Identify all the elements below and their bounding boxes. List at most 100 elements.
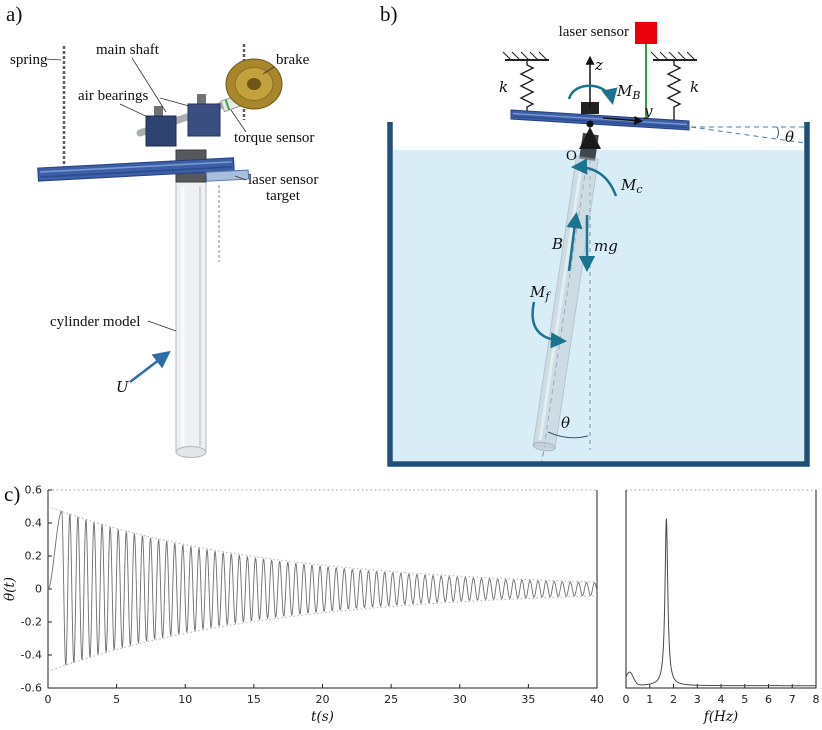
x-tick-label: 30 [453,693,467,706]
moment-c-sub: c [636,183,642,196]
y-tick-label: -0.6 [21,682,42,695]
spring-right [666,60,682,120]
laser-sensor-label: laser sensor [559,24,629,40]
moment-c-arrow [570,158,618,197]
pivot-point [586,120,594,128]
pivot-cone [579,127,601,149]
cylinder-model-label: cylinder model [50,314,140,330]
buoyancy-label: B [551,235,563,253]
x-tick-label: 5 [113,693,120,706]
panel-a-illustration: spring main shaft brake air bearings tor… [10,42,318,458]
ceiling-right-hatch [650,51,696,61]
laser-target-label-1: laser sensor [248,172,318,188]
theta-top-tilted-guide [690,126,806,144]
x-tick-label: 20 [316,693,330,706]
panel-b-schematic: B mg Mc Mf θ k k laser sensor [387,22,810,469]
weight-label: mg [594,237,618,255]
y-tick-label: 0.4 [25,517,43,530]
x-tick-label: 40 [590,693,604,706]
leader-main-shaft [131,57,167,113]
x-axis-label: f(Hz) [703,709,738,725]
x-tick-label: 6 [765,693,772,706]
brake-label: brake [276,52,310,68]
x-tick-label: 3 [694,693,701,706]
theta-top-arc [776,126,779,139]
leader-spring [45,58,62,61]
spring-left-label: k [499,78,508,96]
theta-bottom-arc [547,431,589,439]
y-axis-label: y [643,102,653,120]
x-axis-label: t(s) [311,709,334,725]
y-axis-arrow [602,115,644,125]
y-tick-label: 0.2 [25,550,43,563]
leader-cylinder-model [147,320,177,332]
tilted-cylinder [532,132,599,469]
brake-disc [225,58,283,110]
air-bearings-label: air bearings [78,88,149,104]
leader-laser-target [234,175,247,181]
y-tick-label: -0.4 [21,649,42,662]
panel-b-tag: b) [380,2,398,26]
ceiling-left-hatch [502,51,548,61]
envelope-upper [47,506,598,583]
x-tick-label: 0 [623,693,630,706]
x-tick-label: 35 [521,693,535,706]
x-tick-label: 10 [178,693,192,706]
moment-f-label: Mf [529,283,551,303]
leader-air-bearing-2 [159,97,190,107]
moment-brake-base: M [616,82,633,100]
moment-c-label: Mc [620,176,643,196]
panel-c-tag: c) [4,482,21,506]
leader-torque-sensor [230,109,247,133]
laser-sensor-box [635,22,657,44]
buoyancy-arrow [566,211,583,272]
origin-label: O [566,148,577,164]
z-axis-label: z [594,56,603,74]
moment-f-sub: f [544,290,551,303]
spring-label: spring [10,52,48,68]
cylinder-model-shape [175,179,207,458]
tank-walls [387,122,810,467]
target-bar [510,109,690,131]
spring-left [519,60,535,111]
x-tick-label: 2 [670,693,677,706]
moment-brake-label: MB [616,82,640,102]
x-tick-label: 5 [741,693,748,706]
y-tick-label: 0 [35,583,42,596]
x-tick-label: 4 [718,693,725,706]
moment-f-base: M [529,283,546,301]
x-tick-label: 25 [384,693,398,706]
spring-right-label: k [690,78,699,96]
moment-brake-arrow [567,84,618,105]
leader-brake [262,66,275,75]
laser-target-rail [37,157,250,182]
x-tick-label: 15 [247,693,261,706]
air-bearing-blocks [145,94,221,147]
moment-brake-sub: B [631,89,640,102]
x-tick-label: 0 [45,693,52,706]
plot-spines [625,490,817,689]
flow-arrow [129,350,171,383]
envelope-lower [47,595,598,672]
leader-air-bearing-1 [119,103,151,119]
x-tick-label: 7 [789,693,796,706]
x-tick-label: 8 [813,693,820,706]
water-fill [393,150,804,461]
y-tick-label: -0.2 [21,616,42,629]
panel-a-tag: a) [6,2,23,26]
theta-series-line [47,510,598,666]
laser-target-label-2: target [266,188,301,204]
spectrum-line [625,518,816,687]
main-shaft-label: main shaft [96,42,160,58]
flow-velocity-label: U [116,378,130,396]
theta-top-label: θ [785,128,794,146]
y-axis-label: θ(t) [2,577,18,601]
theta-bottom-label: θ [561,414,570,432]
moment-c-base: M [620,176,637,194]
moment-f-arrow [531,301,568,349]
frequency-spectrum-chart: 0 1 2 3 4 5 6 7 8 f(Hz) [623,489,820,725]
x-tick-label: 1 [646,693,653,706]
